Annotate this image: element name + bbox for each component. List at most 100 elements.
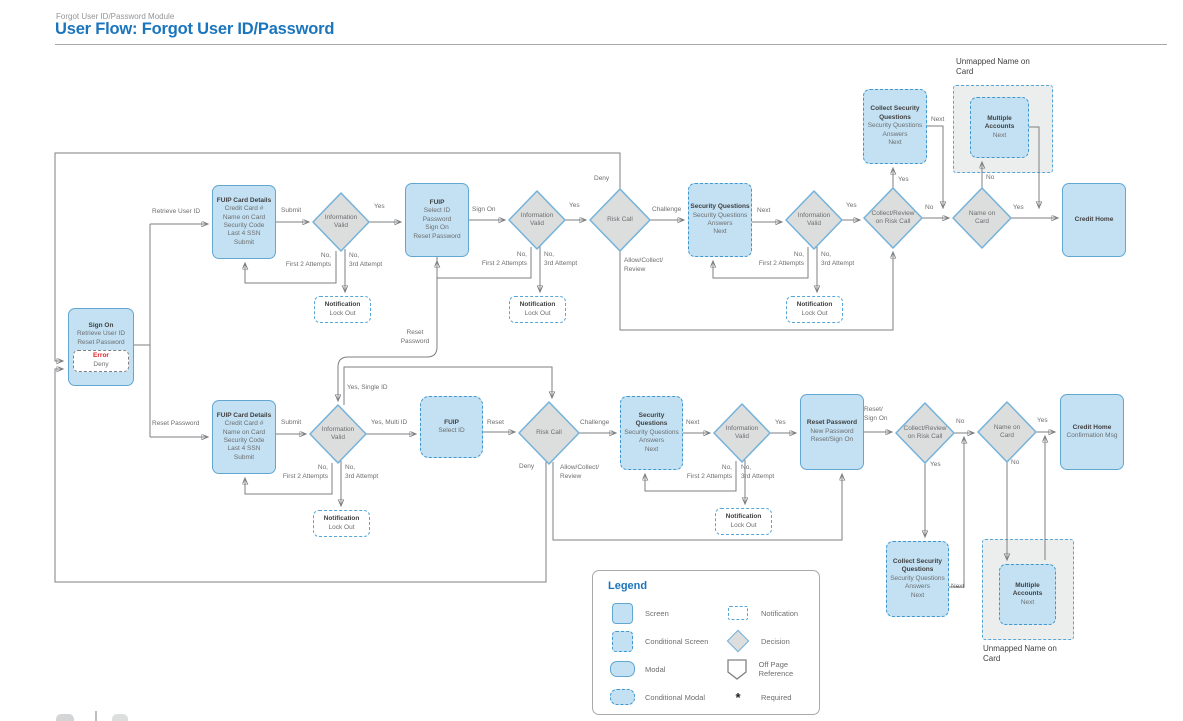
screen-credit-home-bottom: Credit Home Confirmation Msg xyxy=(1060,394,1124,470)
edge-label-reset-password: Reset Password xyxy=(152,420,200,427)
edge-label-next-bottom: Next xyxy=(686,419,700,426)
page-title: User Flow: Forgot User ID/Password xyxy=(55,20,335,38)
conditional-collect-security-questions-top: Collect Security Questions Security Ques… xyxy=(863,89,927,164)
notification-legend-icon xyxy=(724,606,752,620)
edge-label-no-first2-1: No, First 2 Attempts xyxy=(285,252,331,268)
decision-risk-call-1 xyxy=(589,188,651,252)
legend-item-screen: Screen xyxy=(608,602,724,624)
legend-item-off-page-reference: Off Page Reference xyxy=(724,658,819,680)
edge-label-deny-bottom: Deny xyxy=(519,463,535,470)
footer-logo-fragment xyxy=(56,714,74,721)
edge-no-first2-5 xyxy=(645,461,737,492)
edge-label-no-collectreview-top: No xyxy=(925,204,934,211)
edge-no-first2-4 xyxy=(245,463,333,495)
edge-label-no-first2-5: No, First 2 Attempts xyxy=(686,464,732,480)
module-eyebrow: Forgot User ID/Password Module xyxy=(56,12,175,21)
edge-label-no-3rd-3: No, 3rd Attempt xyxy=(821,251,855,267)
edge-allow-bottom xyxy=(552,462,842,541)
conditional-security-questions-bottom: Security Questions Security Questions An… xyxy=(620,396,683,470)
edge-label-retrieve-user-id: Retrieve User ID xyxy=(152,208,201,215)
edge-label-no-nameoncard-top: No xyxy=(986,174,995,181)
edge-label-next-collectsecq-top: Next xyxy=(931,116,945,123)
edge-no-first2-1 xyxy=(245,251,337,284)
decision-legend-icon xyxy=(724,629,752,653)
edge-label-deny-top: Deny xyxy=(594,175,610,182)
edge-multiaccounts-out-top xyxy=(1027,126,1039,207)
unmapped-group-label-bottom: Unmapped Name on Card xyxy=(983,644,1057,663)
screen-fuip: FUIP Select ID Password Sign On Reset Pa… xyxy=(405,183,469,257)
edge-label-yes-collectsecq-top: Yes xyxy=(898,176,909,183)
edge-label-allow-bottom: Allow/Collect/ Review xyxy=(560,464,600,480)
error-title: Error xyxy=(93,352,109,360)
legend-item-notification: Notification xyxy=(724,606,819,620)
edge-label-no-3rd-5: No, 3rd Attempt xyxy=(741,464,775,480)
edge-label-no-collectreview-bottom: No xyxy=(956,418,965,425)
edge-deny-bottom xyxy=(54,369,547,583)
decision-collect-review-2 xyxy=(895,402,955,464)
edge-allow-top xyxy=(619,251,893,331)
legend-title: Legend xyxy=(608,580,648,592)
edge-label-no-first2-4: No, First 2 Attempts xyxy=(282,464,328,480)
decision-collect-review-1 xyxy=(863,187,923,249)
header-divider xyxy=(55,44,1167,45)
conditional-multiple-accounts-top: Multiple Accounts Next xyxy=(970,97,1029,158)
edge-label-reset: Reset xyxy=(487,419,504,426)
edge-label-yes-1: Yes xyxy=(374,203,385,210)
required-asterisk-icon: * xyxy=(735,689,741,705)
edge-label-no-3rd-1: No, 3rd Attempt xyxy=(349,252,383,268)
edge-label-reset-password-curve: Reset Password xyxy=(400,329,430,345)
edge-label-no-first2-2: No, First 2 Attempts xyxy=(481,251,527,267)
conditional-multiple-accounts-bottom: Multiple Accounts Next xyxy=(999,564,1056,625)
screen-fuip-card-details-bottom: FUIP Card Details Credit Card # Name on … xyxy=(212,400,276,474)
edge-label-no-first2-3: No, First 2 Attempts xyxy=(758,251,804,267)
edge-label-no-3rd-4: No, 3rd Attempt xyxy=(345,464,379,480)
notification-lock-out-4: Notification Lock Out xyxy=(313,510,370,537)
notification-error: Error Deny xyxy=(73,350,129,373)
edge-label-yes-nameoncard-bottom: Yes xyxy=(1037,417,1048,424)
edge-collectsecq-next-top xyxy=(927,125,943,207)
legend-item-conditional-screen: Conditional Screen xyxy=(608,630,724,652)
decision-information-valid-2 xyxy=(508,190,566,250)
edge-label-yes-single-id: Yes, Single ID xyxy=(347,384,388,391)
decision-information-valid-5 xyxy=(713,403,771,463)
edge-label-challenge-bottom: Challenge xyxy=(580,419,610,426)
decision-name-on-card-1 xyxy=(952,187,1012,249)
off-page-reference-legend-icon xyxy=(724,658,750,680)
edge-label-yes-nameoncard-top: Yes xyxy=(1013,204,1024,211)
screen-sign-on: Sign On Retrieve User ID Reset Password … xyxy=(68,308,134,386)
edge-reset-password-curve xyxy=(338,257,438,400)
edge-label-submit-1: Submit xyxy=(281,207,302,214)
legend-item-required: * Required xyxy=(724,691,819,704)
screen-fuip-card-details-top: FUIP Card Details Credit Card # Name on … xyxy=(212,185,276,259)
decision-information-valid-1 xyxy=(312,192,370,252)
legend-item-conditional-modal: Conditional Modal xyxy=(608,689,724,705)
edge-signon-split xyxy=(134,224,151,437)
legend-item-modal: Modal xyxy=(608,661,724,677)
sign-on-title: Sign On xyxy=(88,321,114,329)
notification-lock-out-3: Notification Lock Out xyxy=(786,296,843,323)
footer-logo-fragment xyxy=(112,714,128,721)
edge-label-challenge-top: Challenge xyxy=(652,206,682,213)
conditional-modal-fuip-select-id: FUIP Select ID xyxy=(420,396,483,458)
edge-label-yes-3: Yes xyxy=(846,202,857,209)
footer-logo-fragment xyxy=(95,711,97,721)
conditional-screen-legend-icon xyxy=(608,630,636,652)
edge-label-next-collectsecq-bottom: Next xyxy=(951,583,965,590)
edge-label-allow-top: Allow/Collect/ Review xyxy=(624,257,664,273)
edge-label-yes-5: Yes xyxy=(775,419,786,426)
decision-name-on-card-2 xyxy=(977,401,1037,463)
legend-item-decision: Decision xyxy=(724,629,819,653)
conditional-modal-legend-icon xyxy=(608,689,636,705)
edge-collectsecq-next-bottom xyxy=(949,438,964,588)
edge-label-yes-multi-id: Yes, Multi ID xyxy=(371,419,408,426)
conditional-security-questions-top: Security Questions Security Questions An… xyxy=(688,183,752,257)
notification-lock-out-2: Notification Lock Out xyxy=(509,296,566,323)
edge-deny-top xyxy=(54,152,621,361)
edge-yes-single-id xyxy=(343,366,552,405)
edge-label-next-top: Next xyxy=(757,207,771,214)
edge-label-yes-2: Yes xyxy=(569,202,580,209)
edge-label-sign-on: Sign On xyxy=(472,206,496,213)
legend-panel: Legend Screen Conditional Screen Modal C… xyxy=(592,570,820,715)
edge-label-no-nameoncard-bottom: No xyxy=(1011,459,1020,466)
